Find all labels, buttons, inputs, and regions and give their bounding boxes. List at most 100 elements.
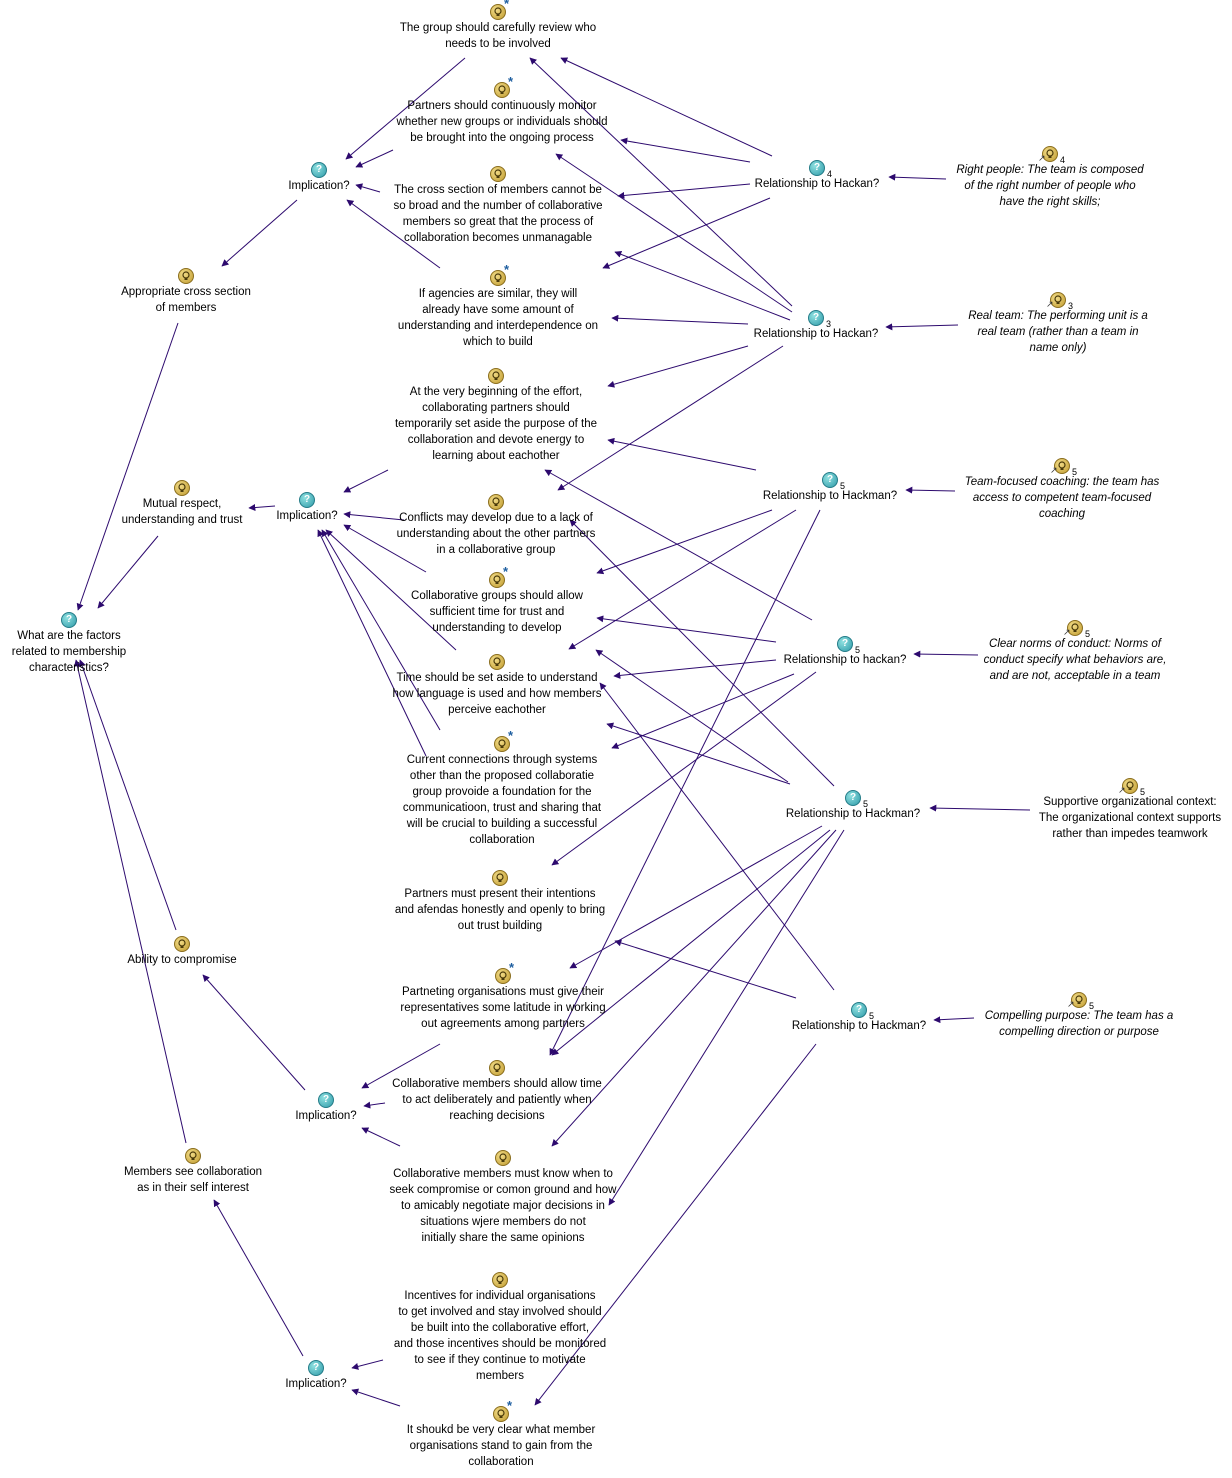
link-n6-to-i2 — [343, 511, 405, 521]
idea-node-n1[interactable]: *The group should carefully review who n… — [338, 0, 658, 52]
idea-node-n6[interactable]: Conflicts may develop due to a lack of u… — [336, 492, 656, 558]
question-node-i4[interactable]: ?Implication? — [156, 1358, 476, 1392]
idea-node-a2[interactable]: Mutual respect, understanding and trust — [22, 478, 342, 528]
idea-node-a4[interactable]: Members see collaboration as in their se… — [33, 1146, 353, 1196]
idea-node-a1[interactable]: Appropriate cross section of members — [26, 266, 346, 316]
lightbulb-icon[interactable] — [1050, 292, 1066, 308]
node-icon-row — [174, 934, 190, 952]
lightbulb-icon[interactable] — [494, 82, 510, 98]
question-icon[interactable]: ? — [851, 1002, 867, 1018]
node-label: At the very beginning of the effort, col… — [394, 386, 597, 462]
link-r3-to-n7 — [568, 509, 797, 650]
lightbulb-icon[interactable] — [174, 480, 190, 496]
link-r2-to-n4 — [611, 314, 749, 325]
node-icon-row: * — [493, 1398, 512, 1422]
link-n8-to-i2 — [325, 529, 457, 651]
lightbulb-icon[interactable] — [185, 1148, 201, 1164]
link-a2-to-root — [97, 535, 159, 609]
reference-arrow-icon: ↗ — [1067, 999, 1075, 1009]
star-icon: * — [509, 960, 515, 975]
idea-node-n10[interactable]: Partners must present their intentions a… — [340, 868, 660, 934]
idea-node-n7[interactable]: *Collaborative groups should allow suffi… — [337, 564, 657, 636]
lightbulb-icon[interactable] — [1054, 458, 1070, 474]
lightbulb-icon[interactable] — [490, 270, 506, 286]
link-n7-to-i2 — [343, 524, 427, 573]
question-icon[interactable]: ? — [299, 492, 315, 508]
lightbulb-icon[interactable] — [1042, 146, 1058, 162]
idea-node-n9[interactable]: *Current connections through systems oth… — [342, 728, 662, 848]
idea-node-n11[interactable]: *Partneting organisations must give thei… — [343, 960, 663, 1032]
idea-node-n3[interactable]: The cross section of members cannot be s… — [338, 164, 658, 246]
node-count: 5 — [1089, 1001, 1095, 1011]
question-icon[interactable]: ? — [61, 612, 77, 628]
question-icon[interactable]: ? — [845, 790, 861, 806]
node-count: 4 — [827, 169, 833, 179]
lightbulb-icon[interactable] — [495, 1150, 511, 1166]
link-r2-to-n3 — [614, 251, 791, 321]
node-label: Relationship to Hackman? — [762, 490, 898, 502]
lightbulb-icon[interactable] — [174, 936, 190, 952]
idea-node-n8[interactable]: Time should be set aside to understand h… — [337, 652, 657, 718]
lightbulb-icon[interactable] — [488, 494, 504, 510]
lightbulb-icon[interactable] — [1071, 992, 1087, 1008]
lightbulb-icon[interactable] — [488, 368, 504, 384]
idea-node-n12[interactable]: Collaborative members should allow time … — [337, 1058, 657, 1124]
question-node-i1[interactable]: ?Implication? — [159, 160, 479, 194]
idea-node-n2[interactable]: *Partners should continuously monitor wh… — [342, 74, 662, 146]
question-icon[interactable]: ? — [809, 160, 825, 176]
question-icon[interactable]: ? — [318, 1092, 334, 1108]
question-node-i3[interactable]: ? Implication? — [166, 1090, 486, 1124]
node-label: Collaborative members must know when to … — [389, 1168, 617, 1244]
link-a4-to-root — [73, 659, 187, 1144]
question-node-i2[interactable]: ?Implication? — [147, 490, 467, 524]
lightbulb-icon[interactable] — [489, 654, 505, 670]
idea-node-n15[interactable]: *It shoukd be very clear what member org… — [341, 1398, 661, 1470]
lightbulb-icon[interactable] — [490, 166, 506, 182]
node-label: Partners must present their intentions a… — [394, 888, 606, 932]
question-icon[interactable]: ? — [311, 162, 327, 178]
node-label: Time should be set aside to understand h… — [392, 672, 602, 716]
lightbulb-icon[interactable] — [489, 572, 505, 588]
lightbulb-icon[interactable] — [178, 268, 194, 284]
lightbulb-icon[interactable] — [490, 4, 506, 20]
question-icon[interactable]: ? — [822, 472, 838, 488]
idea-node-n13[interactable]: Collaborative members must know when to … — [343, 1148, 663, 1246]
lightbulb-icon[interactable] — [495, 968, 511, 984]
node-label: Relationship to Hackan? — [754, 178, 880, 190]
lightbulb-icon[interactable] — [1067, 620, 1083, 636]
link-i3-to-a3 — [202, 974, 306, 1091]
lightbulb-icon[interactable] — [494, 736, 510, 752]
lightbulb-icon[interactable] — [1122, 778, 1138, 794]
link-h3-to-r3 — [905, 486, 956, 494]
lightbulb-icon[interactable] — [493, 1406, 509, 1422]
idea-node-n14[interactable]: Incentives for individual organisations … — [340, 1270, 660, 1384]
question-icon[interactable]: ? — [808, 310, 824, 326]
idea-node-a3[interactable]: Ability to compromise — [22, 934, 342, 968]
lightbulb-icon[interactable] — [489, 1060, 505, 1076]
idea-node-n5[interactable]: At the very beginning of the effort, col… — [336, 366, 656, 464]
link-r5-to-n8 — [606, 722, 791, 785]
lightbulb-icon[interactable] — [492, 870, 508, 886]
question-node-root[interactable]: ?What are the factors related to members… — [0, 610, 229, 676]
lightbulb-icon[interactable] — [492, 1272, 508, 1288]
question-icon[interactable]: ? — [837, 636, 853, 652]
node-icon-row: ? — [308, 1358, 324, 1376]
star-icon: * — [507, 1398, 513, 1413]
idea-node-n4[interactable]: *If agencies are similar, they will alre… — [338, 262, 658, 350]
node-icon-row: ?5 — [851, 1000, 874, 1021]
link-r2-to-n1 — [529, 57, 793, 307]
node-label: Implication? — [295, 1110, 357, 1122]
question-icon[interactable]: ? — [308, 1360, 324, 1376]
